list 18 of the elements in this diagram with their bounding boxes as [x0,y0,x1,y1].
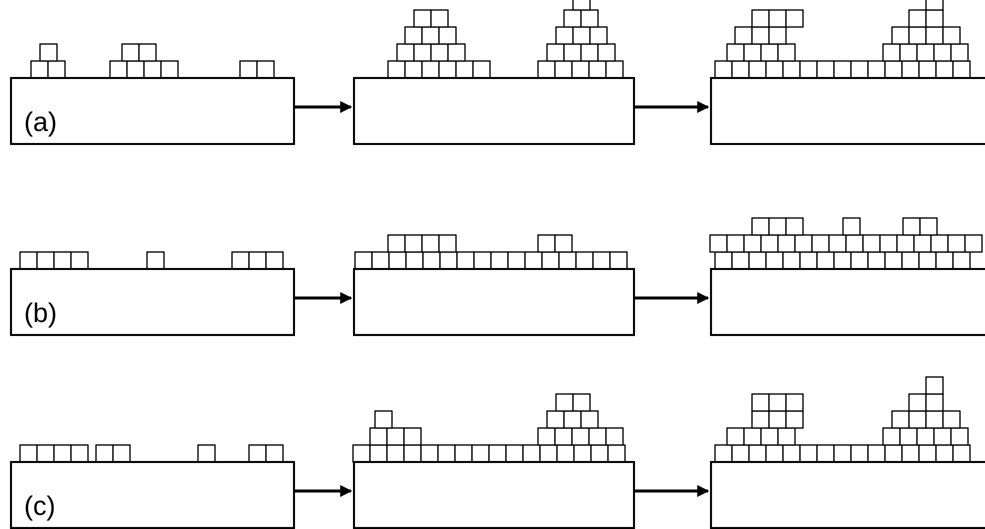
substrate-block [710,461,985,529]
substrate-block [353,268,635,336]
arrow [295,485,352,497]
arrow [635,485,710,497]
arrow [635,101,710,113]
arrow [635,292,710,304]
arrow [295,101,352,113]
panel-label: (b) [24,298,57,328]
arrow [295,292,352,304]
panel-label: (a) [24,107,57,137]
substrate-block [10,77,295,145]
substrate-block [353,461,635,529]
substrate-block [10,461,295,529]
panel-label: (c) [24,491,56,521]
substrate-block [710,268,985,336]
substrate-block [710,77,985,145]
substrate-block [10,268,295,336]
substrate-block [353,77,635,145]
